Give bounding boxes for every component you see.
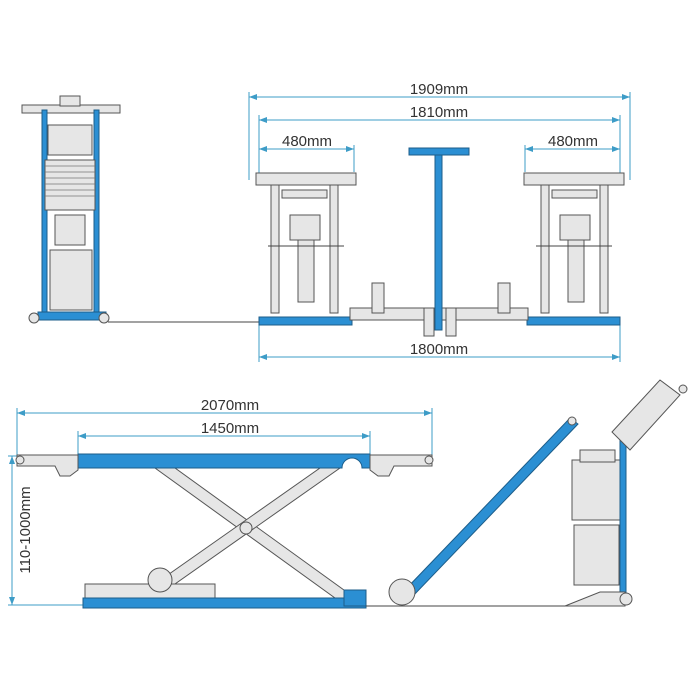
dimension-left-pad: 480mm — [282, 133, 332, 150]
front-view: 1909mm 1810mm 480mm 480mm 1800mm — [248, 81, 631, 362]
dimension-frame-length: 1450mm — [201, 420, 259, 437]
dimension-height-range: 110-1000mm — [17, 486, 34, 573]
dimension-overall-width: 1909mm — [410, 81, 468, 98]
dimension-platform-length: 2070mm — [201, 397, 259, 414]
dimension-base-width: 1800mm — [410, 341, 468, 358]
end-view — [21, 95, 121, 324]
dimension-inner-width: 1810mm — [410, 104, 468, 121]
dimension-right-pad: 480mm — [548, 133, 598, 150]
side-view: 2070mm 1450mm 110-1000mm — [8, 379, 688, 609]
